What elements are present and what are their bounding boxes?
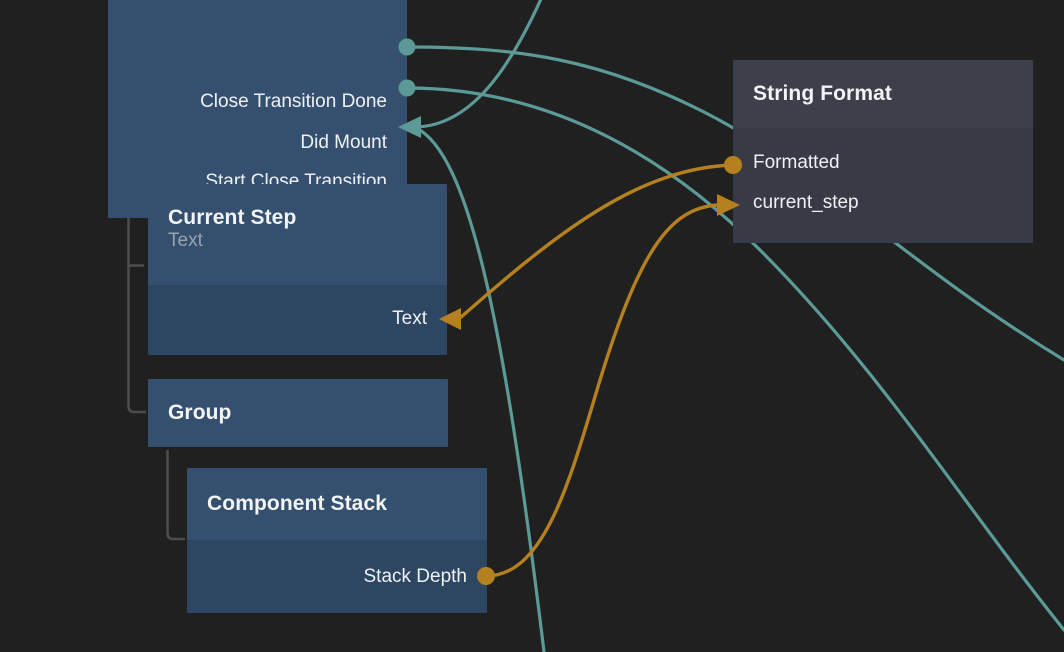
node-string-format-body: Formatted current_step — [733, 128, 1033, 243]
node-string-format[interactable]: String Format Formatted current_step — [733, 60, 1033, 243]
node-component-stack-body: Stack Depth — [187, 540, 487, 613]
node-group[interactable]: Group — [148, 379, 448, 447]
port-formatted[interactable]: Formatted — [753, 153, 840, 172]
port-label-did-mount: Did Mount — [300, 132, 387, 153]
port-label-close-transition-done: Close Transition Done — [200, 91, 387, 112]
node-group-header[interactable]: Group — [148, 379, 448, 447]
port-current-step-text[interactable]: Text — [392, 309, 427, 328]
port-label-current-step-input: current_step — [753, 192, 859, 213]
node-component-stack-title: Component Stack — [207, 491, 388, 515]
node-current-step-body: Text — [148, 285, 447, 355]
wire-incoming-exec-top — [412, 0, 543, 129]
node-widget-root[interactable]: Close Transition Done Did Mount Start Cl… — [108, 0, 407, 218]
port-current-step-input[interactable]: current_step — [753, 193, 859, 212]
node-current-step[interactable]: Current Step Text Text — [148, 184, 447, 355]
tree-line-level2-spine — [166, 450, 185, 541]
port-label-stack-depth: Stack Depth — [363, 566, 468, 587]
node-string-format-header[interactable]: String Format — [733, 60, 1033, 128]
node-current-step-subtitle: Text — [168, 230, 203, 252]
node-current-step-header[interactable]: Current Step Text — [148, 184, 447, 285]
wire-formatted-to-text — [458, 163, 735, 320]
port-did-mount[interactable]: Did Mount — [300, 133, 387, 152]
node-widget-root-body: Close Transition Done Did Mount Start Cl… — [108, 0, 407, 218]
node-component-stack[interactable]: Component Stack Stack Depth — [187, 468, 487, 613]
node-current-step-title: Current Step — [168, 206, 297, 229]
port-close-transition-done[interactable]: Close Transition Done — [200, 92, 387, 111]
node-string-format-title: String Format — [753, 81, 892, 105]
port-stack-depth[interactable]: Stack Depth — [364, 567, 468, 586]
node-group-title: Group — [168, 400, 232, 424]
port-label-formatted: Formatted — [753, 152, 840, 173]
wire-stackdepth-to-currentstep — [484, 203, 720, 578]
node-component-stack-header[interactable]: Component Stack — [187, 468, 487, 540]
port-label-current-step-text: Text — [392, 308, 427, 329]
